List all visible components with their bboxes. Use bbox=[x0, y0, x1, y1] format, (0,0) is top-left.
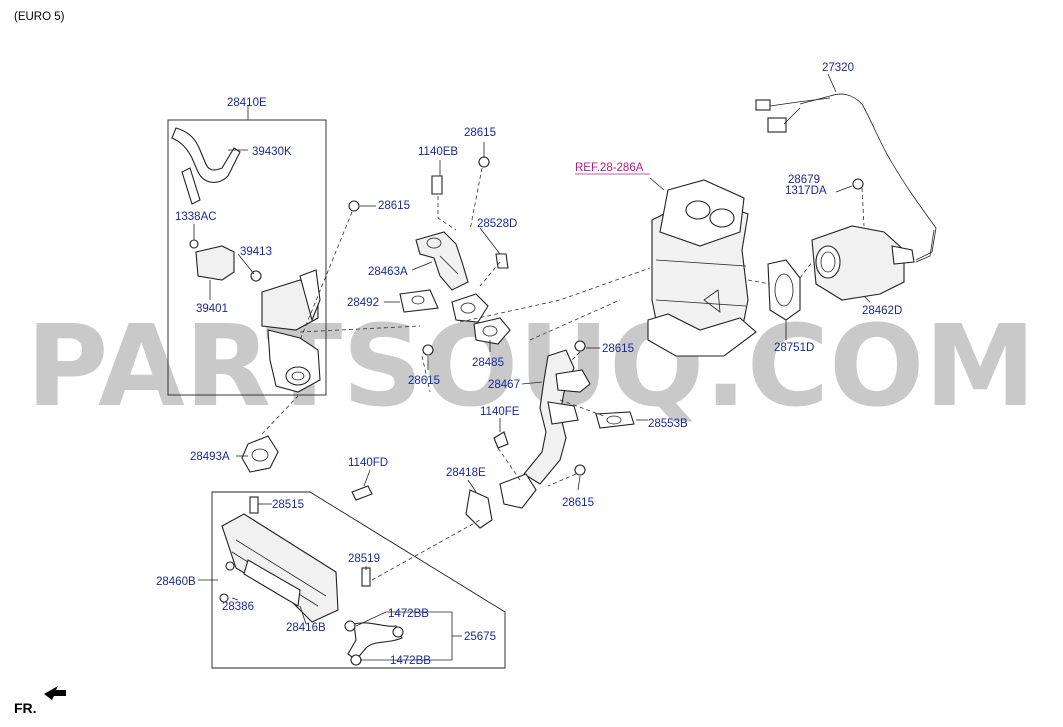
label-28519[interactable]: 28519 bbox=[348, 553, 380, 565]
sensor-harness-27320 bbox=[799, 93, 937, 261]
hose-25675 bbox=[347, 622, 403, 661]
ref-label[interactable]: REF.28-286A bbox=[575, 162, 644, 174]
label-1472bb-a[interactable]: 1472BB bbox=[388, 608, 429, 620]
direction-label: FR. bbox=[14, 700, 37, 716]
label-28463a[interactable]: 28463A bbox=[368, 266, 408, 278]
label-28515[interactable]: 28515 bbox=[272, 499, 304, 511]
label-28553b[interactable]: 28553B bbox=[648, 418, 688, 430]
label-28615-e[interactable]: 28615 bbox=[562, 497, 594, 509]
label-39401[interactable]: 39401 bbox=[196, 303, 228, 315]
label-28615-c[interactable]: 28615 bbox=[408, 375, 440, 387]
gasket-28493a bbox=[241, 435, 279, 473]
label-1140eb[interactable]: 1140EB bbox=[418, 146, 458, 158]
egr-cooler-box bbox=[211, 485, 506, 669]
gasket-28485 bbox=[473, 317, 511, 345]
label-39430k[interactable]: 39430K bbox=[252, 146, 292, 158]
label-39413[interactable]: 39413 bbox=[240, 246, 272, 258]
leader-lines bbox=[193, 73, 871, 661]
label-28467[interactable]: 28467 bbox=[488, 379, 520, 391]
label-28386[interactable]: 28386 bbox=[222, 601, 254, 613]
label-28493a[interactable]: 28493A bbox=[190, 451, 230, 463]
label-1338ac[interactable]: 1338AC bbox=[175, 211, 217, 223]
front-arrow-icon bbox=[44, 686, 66, 700]
gasket-28418e bbox=[465, 489, 493, 529]
gasket-28751d bbox=[767, 259, 801, 321]
label-28418e[interactable]: 28418E bbox=[446, 467, 486, 479]
label-28615-d[interactable]: 28615 bbox=[602, 343, 634, 355]
label-28615-b[interactable]: 28615 bbox=[464, 127, 496, 139]
egr-actuator-28462d bbox=[811, 225, 905, 301]
hose-39430k bbox=[171, 127, 241, 183]
label-1140fe[interactable]: 1140FE bbox=[480, 406, 520, 418]
egr-pipe-28467-group bbox=[465, 340, 635, 529]
label-28460b[interactable]: 28460B bbox=[156, 576, 196, 588]
label-1472bb-b[interactable]: 1472BB bbox=[390, 655, 431, 667]
variant-label: (EURO 5) bbox=[14, 11, 65, 23]
label-28416b[interactable]: 28416B bbox=[286, 622, 326, 634]
egr-pipe-28463a bbox=[415, 231, 469, 291]
connection-lines bbox=[261, 167, 865, 581]
solenoid-39401 bbox=[195, 245, 235, 281]
catalytic-converter bbox=[647, 179, 757, 357]
label-28751d[interactable]: 28751D bbox=[774, 342, 814, 354]
label-28462d[interactable]: 28462D bbox=[862, 305, 902, 317]
label-28410e[interactable]: 28410E bbox=[227, 97, 267, 109]
gasket-28553b bbox=[595, 411, 635, 429]
label-28615-a[interactable]: 28615 bbox=[378, 200, 410, 212]
gasket-28492 bbox=[399, 289, 439, 313]
label-28679[interactable]: 28679 bbox=[788, 174, 820, 186]
label-28485[interactable]: 28485 bbox=[472, 357, 504, 369]
watermark: PARTSOUQ.COM bbox=[26, 302, 1036, 432]
bolt-1140eb bbox=[431, 175, 443, 195]
label-1140fd[interactable]: 1140FD bbox=[348, 457, 388, 469]
flange-28418e bbox=[499, 473, 537, 509]
label-27320[interactable]: 27320 bbox=[822, 62, 854, 74]
label-28528d[interactable]: 28528D bbox=[477, 218, 517, 230]
label-28492[interactable]: 28492 bbox=[347, 297, 379, 309]
egr-pipe-28463a-group bbox=[348, 156, 511, 356]
label-25675[interactable]: 25675 bbox=[464, 631, 496, 643]
egr-actuator-group bbox=[755, 93, 937, 321]
label-1317da[interactable]: 1317DA bbox=[785, 185, 827, 197]
